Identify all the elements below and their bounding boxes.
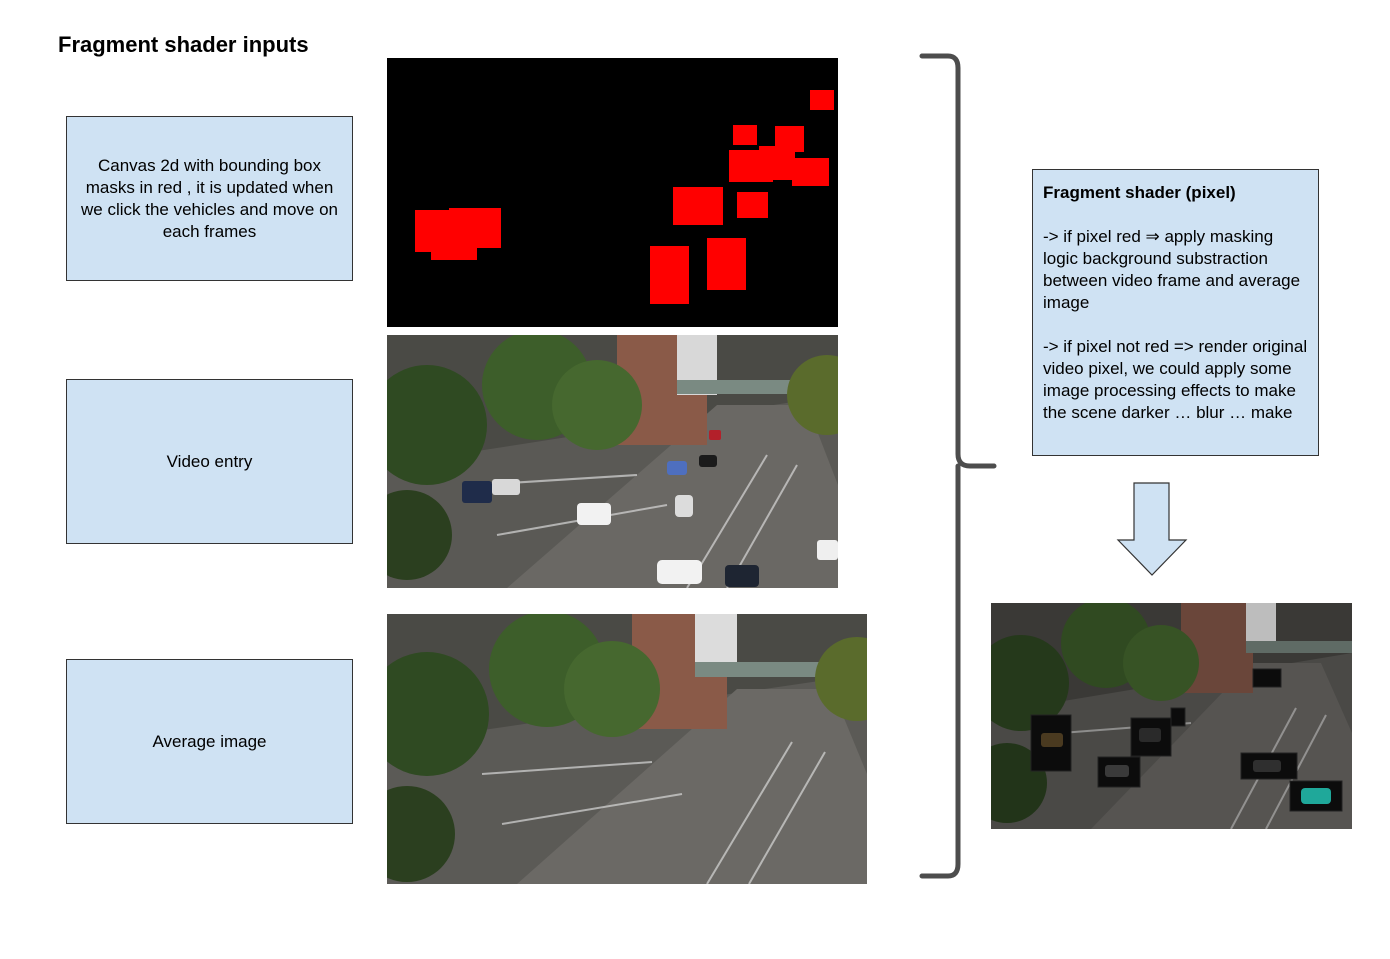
average-image-label: Average image <box>152 731 267 751</box>
fragment-shader-heading: Fragment shader (pixel) <box>1043 183 1236 202</box>
down-arrow-icon <box>1116 482 1188 577</box>
output-scene <box>991 603 1352 829</box>
average-background-image <box>387 614 867 884</box>
brace-shape <box>919 53 997 879</box>
average-scene <box>387 614 867 884</box>
down-arrow-shape <box>1116 482 1188 576</box>
canvas-mask-label: Canvas 2d with bounding box masks in red… <box>80 155 339 241</box>
video-entry-label: Video entry <box>166 451 253 471</box>
video-frame-scene <box>387 335 838 588</box>
mask-rects <box>415 90 834 304</box>
canvas-mask-box: Canvas 2d with bounding box masks in red… <box>66 116 353 281</box>
fragment-shader-notred-rule: -> if pixel not red => render original v… <box>1043 337 1308 422</box>
fragment-shader-box: Fragment shader (pixel) -> if pixel red … <box>1032 169 1319 456</box>
video-frame-image <box>387 335 838 588</box>
mask-canvas-image <box>387 58 838 327</box>
grouping-brace <box>918 52 1000 882</box>
output-result-image <box>991 603 1352 829</box>
average-image-box: Average image <box>66 659 353 824</box>
page-title: Fragment shader inputs <box>58 32 309 57</box>
video-entry-box: Video entry <box>66 379 353 544</box>
fragment-shader-red-rule: -> if pixel red ⇒ apply masking logic ba… <box>1043 227 1301 312</box>
